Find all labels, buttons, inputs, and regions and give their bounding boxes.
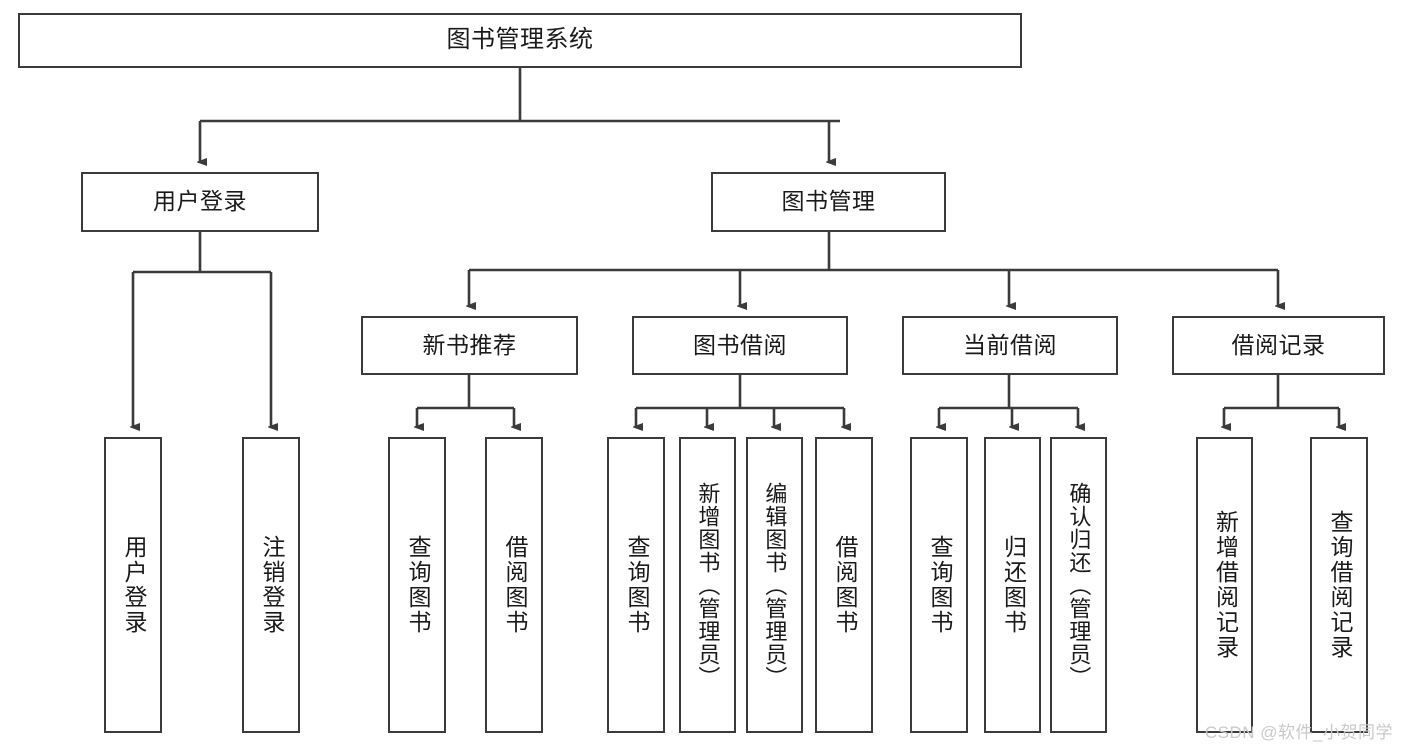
node-new-book-recommend[interactable]: 新书推荐 [361,316,578,375]
leaf-node[interactable]: 新增图书（管理员） [679,437,736,733]
leaf-label: 归还图书 [1000,535,1027,635]
leaf-node[interactable]: 查询图书 [607,437,665,733]
leaf-label: 用户登录 [120,535,147,635]
leaf-label: 借阅图书 [501,535,528,635]
node-borrow-records[interactable]: 借阅记录 [1172,316,1385,375]
leaf-node[interactable]: 查询图书 [910,437,968,733]
leaf-label: 新增图书（管理员） [695,481,721,689]
leaf-node[interactable]: 确认归还（管理员） [1050,437,1107,733]
leaf-node[interactable]: 查询借阅记录 [1310,437,1368,733]
leaf-label: 编辑图书（管理员） [762,481,788,689]
leaf-label: 查询图书 [926,535,953,635]
leaf-label: 借阅图书 [831,535,858,635]
leaf-label: 新增借阅记录 [1212,510,1239,660]
node-user-login[interactable]: 用户登录 [81,172,319,232]
leaf-node[interactable]: 新增借阅记录 [1196,437,1253,733]
leaf-label: 查询图书 [404,535,431,635]
leaf-node[interactable]: 编辑图书（管理员） [746,437,803,733]
leaf-node[interactable]: 借阅图书 [485,437,543,733]
leaf-label: 查询借阅记录 [1326,510,1353,660]
leaf-node[interactable]: 归还图书 [984,437,1041,733]
leaf-node[interactable]: 用户登录 [104,437,162,733]
watermark: CSDN @软件_小贺同学 [1204,723,1393,742]
leaf-label: 注销登录 [258,535,285,635]
node-root-system[interactable]: 图书管理系统 [18,13,1022,68]
node-book-borrow[interactable]: 图书借阅 [632,316,848,375]
leaf-label: 查询图书 [623,535,650,635]
node-current-borrow[interactable]: 当前借阅 [902,316,1118,375]
leaf-node[interactable]: 查询图书 [388,437,446,733]
leaf-label: 确认归还（管理员） [1066,481,1092,689]
leaf-node[interactable]: 注销登录 [242,437,300,733]
node-book-management[interactable]: 图书管理 [711,172,946,232]
leaf-node[interactable]: 借阅图书 [815,437,873,733]
